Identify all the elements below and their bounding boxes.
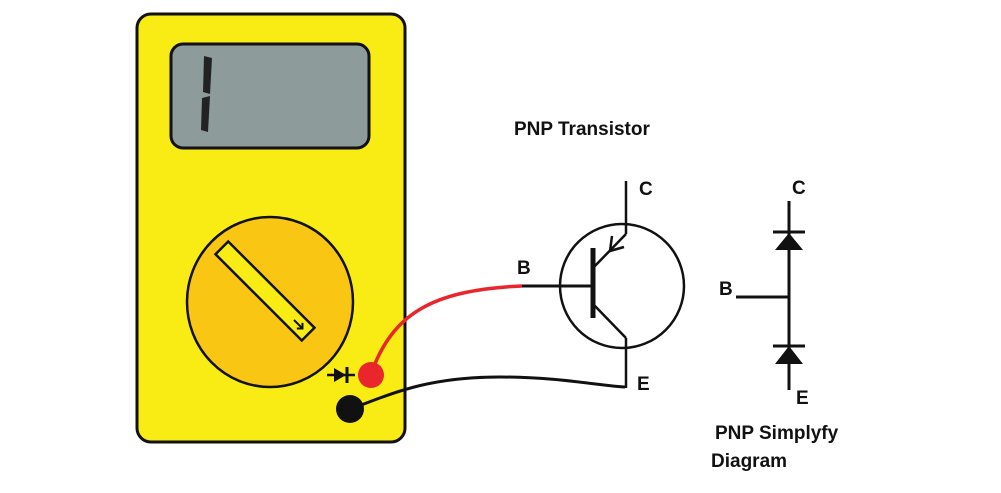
simplified-diagram-title-line1: PNP Simplyfy xyxy=(715,423,839,444)
multimeter: 1 xyxy=(135,12,407,444)
dial-pointer xyxy=(213,239,317,343)
simplified-collector-label: C xyxy=(792,178,806,199)
transistor-base-label: B xyxy=(517,258,531,279)
transistor-emitter-label: E xyxy=(637,374,650,395)
simplified-diagram-title-line2: Diagram xyxy=(711,451,787,472)
transistor-arrow-icon xyxy=(608,235,625,253)
transistor-collector-label: C xyxy=(639,179,653,200)
upper-diode-icon xyxy=(775,233,803,250)
lower-diode-icon xyxy=(775,346,803,364)
pnp-transistor-symbol xyxy=(558,181,686,388)
diode-icon xyxy=(327,367,355,383)
transistor-envelope xyxy=(558,222,686,350)
simplified-base-label: B xyxy=(719,279,733,300)
pnp-transistor-title: PNP Transistor xyxy=(514,119,650,140)
red-probe-jack xyxy=(358,362,384,388)
simplified-diagram xyxy=(736,201,805,390)
red-probe-wire xyxy=(369,284,523,375)
simplified-emitter-label: E xyxy=(796,388,809,409)
display-reading-digit xyxy=(201,56,212,132)
multimeter-screen xyxy=(169,42,371,150)
black-probe-jack xyxy=(336,395,364,423)
black-probe-wire xyxy=(350,375,626,411)
transistor-emitter-leg xyxy=(592,303,627,339)
